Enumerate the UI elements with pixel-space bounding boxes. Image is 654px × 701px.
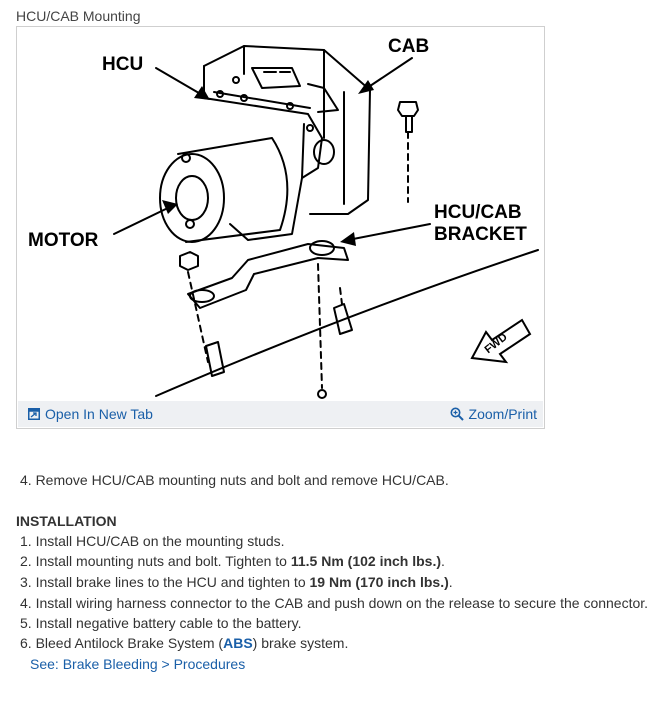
- mounting-surface-curve: [155, 249, 539, 397]
- grommet: [313, 139, 335, 165]
- bracket: [187, 243, 349, 309]
- motor-side-nut: [179, 251, 199, 271]
- cab-connector: [251, 67, 301, 89]
- install-step-4: 4. Install wiring harness connector to t…: [20, 595, 649, 611]
- left-stud: [205, 341, 225, 377]
- figure-container: FWD HCU CAB MOTOR HCU/CAB BRACKET Open I…: [16, 26, 545, 429]
- step2-torque: 11.5 Nm (102 inch lbs.): [290, 553, 442, 569]
- bracket-pointer: [347, 223, 431, 241]
- motor-front: [159, 153, 225, 243]
- cab-label: CAB: [388, 36, 429, 57]
- open-new-tab-icon: [28, 408, 40, 420]
- zoom-icon: [450, 407, 464, 421]
- abs-abbreviation-link[interactable]: ABS: [223, 635, 253, 651]
- fwd-arrow: FWD: [470, 318, 532, 364]
- removal-step-4: 4. Remove HCU/CAB mounting nuts and bolt…: [20, 472, 449, 488]
- see-brake-bleeding-link[interactable]: See: Brake Bleeding > Procedures: [30, 656, 246, 672]
- step2-end: .: [441, 553, 445, 569]
- cab-bolt: [397, 101, 419, 117]
- install-step-2: 2. Install mounting nuts and bolt. Tight…: [20, 553, 445, 569]
- step6-text: 6. Bleed Antilock Brake System (: [20, 635, 224, 651]
- step3-torque: 19 Nm (170 inch lbs.): [309, 574, 449, 590]
- step3-text: 3. Install brake lines to the HCU and ti…: [20, 574, 310, 590]
- motor-pointer: [113, 205, 173, 235]
- right-stud: [333, 303, 353, 335]
- step6-end: ) brake system.: [252, 635, 349, 651]
- hcu-label: HCU: [102, 54, 143, 75]
- bracket-label-line2: BRACKET: [434, 224, 527, 245]
- install-step-1: 1. Install HCU/CAB on the mounting studs…: [20, 533, 285, 549]
- zoom-print-label: Zoom/Print: [468, 406, 537, 422]
- bracket-label-line1: HCU/CAB: [434, 202, 522, 223]
- step3-end: .: [448, 574, 453, 590]
- cab-pointer: [363, 57, 413, 91]
- install-step-3: 3. Install brake lines to the HCU and ti…: [20, 574, 453, 590]
- motor-body: [177, 137, 289, 243]
- open-new-tab-label: Open In New Tab: [45, 406, 153, 422]
- installation-heading: INSTALLATION: [16, 513, 117, 529]
- install-step-5: 5. Install negative battery cable to the…: [20, 615, 302, 631]
- hcu-cab-mounting-diagram: FWD HCU CAB MOTOR HCU/CAB BRACKET: [28, 36, 539, 399]
- zoom-print-link[interactable]: Zoom/Print: [450, 406, 537, 422]
- motor-label: MOTOR: [28, 230, 99, 251]
- hcu-outline: [203, 97, 323, 241]
- figure-caption: HCU/CAB Mounting: [16, 8, 141, 24]
- hcu-pointer: [155, 67, 205, 97]
- open-new-tab-link[interactable]: Open In New Tab: [28, 406, 153, 422]
- figure-toolbar: Open In New Tab Zoom/Print: [18, 401, 543, 427]
- step2-text: 2. Install mounting nuts and bolt. Tight…: [20, 553, 291, 569]
- install-step-6: 6. Bleed Antilock Brake System (ABS) bra…: [20, 635, 348, 651]
